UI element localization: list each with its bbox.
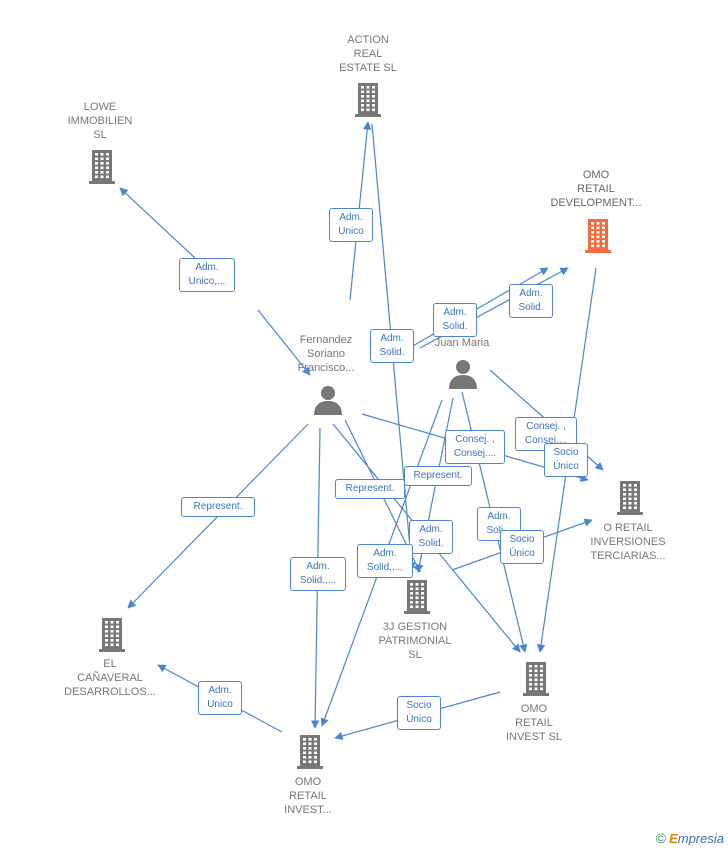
edge-label-9[interactable]: Represent. — [404, 466, 472, 486]
edge-label-2[interactable]: Adm. Solid. — [370, 329, 414, 363]
building-icon-omo_dev[interactable] — [583, 218, 613, 259]
node-label-omo_invest2[interactable]: OMO RETAIL INVEST... — [284, 776, 332, 816]
building-icon-action[interactable] — [353, 82, 383, 123]
edge-label-1[interactable]: Adm. Unico,... — [179, 258, 235, 292]
node-label-action[interactable]: ACTION REAL ESTATE SL — [339, 34, 397, 74]
node-label-canaveral[interactable]: EL CAÑAVERAL DESARROLLOS... — [64, 658, 156, 698]
node-label-oretail[interactable]: O RETAIL INVERSIONES TERCIARIAS... — [590, 522, 666, 562]
brand-name: mpresia — [677, 831, 724, 846]
building-icon-gestion[interactable] — [402, 579, 432, 620]
person-icon-juan[interactable] — [448, 358, 478, 395]
node-label-gestion[interactable]: 3J GESTION PATRIMONIAL SL — [378, 621, 452, 661]
brand-initial: E — [669, 831, 678, 846]
edge-label-14[interactable]: Adm. Solid.,... — [290, 557, 346, 591]
edge-label-16[interactable]: Adm. Unico — [198, 681, 242, 715]
edge-label-3[interactable]: Adm. Solid. — [433, 303, 477, 337]
node-label-omo_dev[interactable]: OMO RETAIL DEVELOPMENT... — [550, 169, 642, 209]
edge-label-7[interactable]: Socio Único — [544, 443, 588, 477]
building-icon-canaveral[interactable] — [97, 617, 127, 658]
node-label-lowe[interactable]: LOWE IMMOBILIEN SL — [67, 101, 133, 141]
edge-label-17[interactable]: Socio Único — [397, 696, 441, 730]
brand-watermark: ©Empresia — [656, 830, 724, 846]
edge-line-1 — [119, 187, 196, 259]
copyright-icon: © — [655, 830, 667, 846]
edge-label-15[interactable]: Adm. Solid.,... — [357, 544, 413, 578]
building-icon-oretail[interactable] — [615, 480, 645, 521]
edge-label-5[interactable]: Consej. , Consej.... — [445, 430, 505, 464]
person-icon-fernandez[interactable] — [313, 384, 343, 421]
edge-label-13[interactable]: Socio Único — [500, 530, 544, 564]
edge-line-2 — [257, 309, 311, 376]
node-label-omo_invest[interactable]: OMO RETAIL INVEST SL — [505, 703, 563, 743]
node-label-fernandez[interactable]: Fernandez Soriano Francisco... — [297, 334, 355, 374]
building-icon-omo_invest[interactable] — [521, 661, 551, 702]
edge-label-11[interactable]: Adm. Solid. — [409, 520, 453, 554]
edge-label-0[interactable]: Adm. Unico — [329, 208, 373, 242]
building-icon-omo_invest2[interactable] — [295, 734, 325, 775]
edge-label-10[interactable]: Represent. — [181, 497, 255, 517]
edge-label-4[interactable]: Adm. Solid. — [509, 284, 553, 318]
edge-label-8[interactable]: Represent. — [335, 479, 405, 499]
building-icon-lowe[interactable] — [87, 149, 117, 190]
